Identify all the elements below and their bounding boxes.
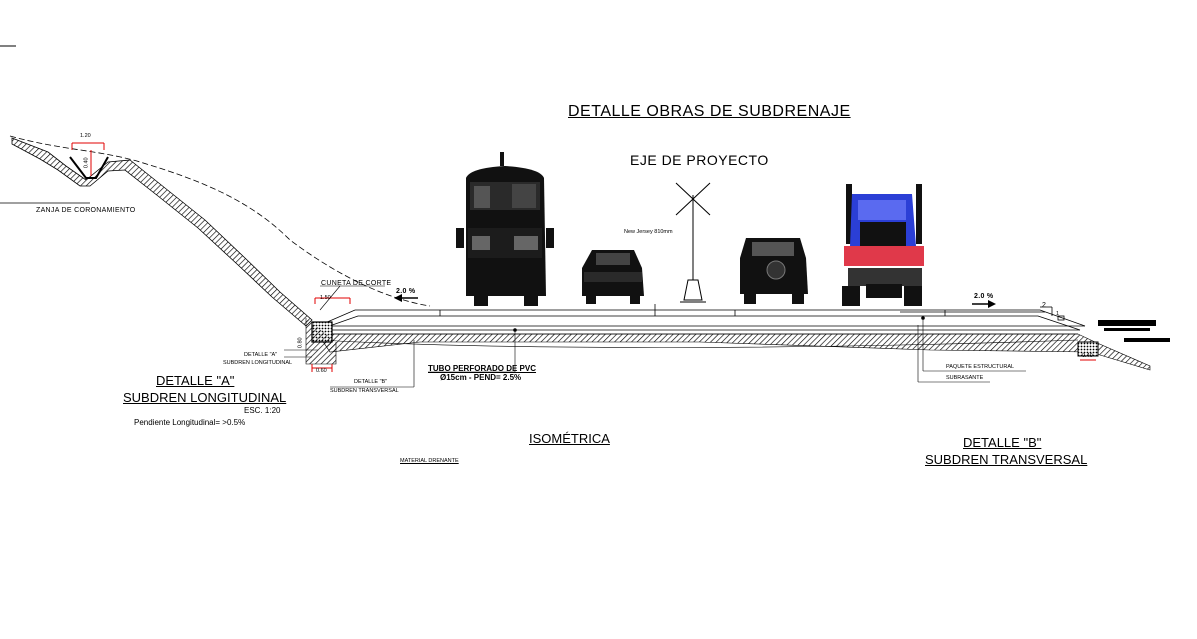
cut-ditch-dimension: 1.50	[320, 295, 331, 301]
drain-a-depth: 0.80	[297, 337, 304, 349]
slope-left-label: 2.0 %	[396, 288, 416, 295]
drain-material-label: MATERIAL DRENANTE	[400, 458, 459, 464]
crown-ditch	[0, 142, 109, 204]
ref-detail-a-line2: SUBDREN LONGITUDINAL	[223, 360, 293, 366]
natural-ground-line	[9, 135, 431, 307]
subdrain-b	[1040, 306, 1170, 361]
suv-rear-view	[740, 238, 808, 304]
slope-arrow-right	[972, 300, 996, 308]
pavement-label: PAQUETE ESTRUCTURAL	[946, 364, 1015, 370]
centerline-label: EJE DE PROYECTO	[630, 152, 769, 168]
cut-ditch-dimension	[314, 285, 385, 311]
detail-a-slope: Pendiente Longitudinal= >0.5%	[134, 418, 246, 427]
crown-ditch-label: ZANJA DE CORONAMIENTO	[36, 207, 136, 214]
leader-lines	[330, 316, 1026, 388]
slope-arrow-left	[394, 294, 418, 302]
subgrade-line	[317, 339, 1079, 348]
road-slab	[317, 304, 1086, 335]
detail-b-subtitle: SUBDREN TRANSVERSAL	[925, 452, 1088, 467]
detail-a-scale: ESC. 1:20	[244, 406, 281, 415]
detail-a-title: DETALLE "A"	[156, 373, 235, 388]
drain-b-width: 0.40	[1082, 353, 1093, 359]
drain-a-width: 0.60	[316, 368, 327, 374]
pipe-label-line2: Ø15cm - PEND= 2.5%	[440, 373, 522, 382]
centerline-symbol	[675, 182, 711, 303]
crown-ditch-dimension: 1.20	[80, 133, 91, 139]
bus-front-view	[456, 152, 554, 306]
ref-detail-b-line1: DETALLE "B"	[354, 379, 388, 385]
isometric-label: ISOMÉTRICA	[529, 431, 610, 446]
subdrain-a	[284, 318, 337, 372]
pipe-label-line1: TUBO PERFORADO DE PVC	[428, 364, 537, 373]
car-front-view	[582, 250, 644, 304]
diagram-title: DETALLE OBRAS DE SUBDRENAJE	[568, 103, 851, 120]
side-slope-v: 1	[1056, 311, 1060, 317]
side-slope-h: 2	[1042, 302, 1047, 309]
subgrade-label: SUBRASANTE	[946, 375, 984, 381]
slope-right-label: 2.0 %	[974, 293, 994, 300]
median-barrier-label: New Jersey 810mm	[624, 229, 673, 235]
detail-b-title: DETALLE "B"	[963, 435, 1042, 450]
ref-detail-a-line1: DETALLE "A"	[244, 352, 278, 358]
crown-ditch-depth: 0.40	[83, 157, 90, 169]
detail-a-subtitle: SUBDREN LONGITUDINAL	[123, 390, 287, 405]
ref-detail-b-line2: SUBDREN TRANSVERSAL	[330, 388, 399, 394]
truck-front-view	[842, 184, 924, 306]
cut-ditch-label: CUNETA DE CORTE	[321, 280, 392, 287]
cut-slope-hatch	[11, 137, 313, 327]
